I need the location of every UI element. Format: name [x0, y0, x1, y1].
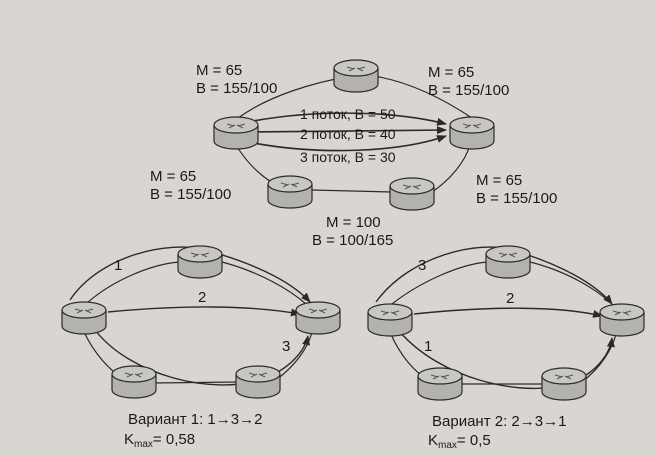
- link-label-m-bottom: M = 100: [326, 214, 381, 231]
- v1-router-a: [61, 301, 107, 335]
- link-label-b-bottom-left: B = 155/100: [150, 186, 232, 203]
- flow-3-arrow: [247, 135, 447, 152]
- v1-path-2-arrow: [107, 306, 301, 317]
- v1-link-a-b: [85, 261, 181, 305]
- variant1-network: [61, 245, 341, 399]
- v2-router-e: [541, 367, 587, 401]
- router-d: [267, 175, 313, 209]
- link-label-b-top-right: B = 155/100: [428, 82, 510, 99]
- v1-path-number-3: 3: [282, 338, 291, 355]
- router-a: [213, 116, 259, 150]
- variant2-kmax: Kmax= 0,5: [428, 432, 491, 451]
- router-e: [389, 177, 435, 211]
- v1-router-c: [295, 301, 341, 335]
- variant1-title: Вариант 1: 1→3→2: [128, 411, 263, 428]
- v1-path-number-2: 2: [198, 289, 207, 306]
- variant2-title: Вариант 2: 2→3→1: [432, 413, 567, 430]
- v2-path-number-1: 1: [424, 338, 433, 355]
- v2-path-2-arrow: [413, 307, 603, 318]
- v1-router-d: [111, 365, 157, 399]
- v2-path-number-2: 2: [506, 290, 515, 307]
- v2-router-b: [485, 245, 531, 279]
- link-label-m-top-right: M = 65: [428, 64, 475, 81]
- router-b: [333, 59, 379, 93]
- link-b-c: [373, 75, 473, 119]
- variant1-kmax: Kmax= 0,58: [124, 431, 196, 450]
- variant2-network: [367, 245, 645, 401]
- link-label-m-top-left: M = 65: [196, 62, 243, 79]
- flow-1-label: 1 поток, В = 50: [300, 106, 396, 122]
- flow-1-arrow: [247, 112, 447, 126]
- link-label-m-bottom-left: M = 65: [150, 168, 197, 185]
- v1-path-number-1: 1: [114, 257, 123, 274]
- link-label-b-bottom: B = 100/165: [312, 232, 394, 249]
- router-c: [449, 116, 495, 150]
- link-e-c: [431, 144, 471, 193]
- link-label-m-bottom-right: M = 65: [476, 172, 523, 189]
- v2-link-a-b: [391, 261, 489, 305]
- link-label-b-top-left: B = 155/100: [196, 80, 278, 97]
- v2-router-a: [367, 303, 413, 337]
- v1-link-b-c: [221, 261, 307, 305]
- v2-router-c: [599, 303, 645, 337]
- link-label-b-bottom-right: B = 155/100: [476, 190, 558, 207]
- link-d-e: [311, 189, 393, 193]
- v2-path-number-3: 3: [418, 257, 427, 274]
- flow-2-arrow: [247, 126, 447, 135]
- v1-router-e: [235, 365, 281, 399]
- v1-router-b: [177, 245, 223, 279]
- top-network: [213, 59, 495, 211]
- flow-3-label: 3 поток, В = 30: [300, 149, 396, 165]
- v2-link-b-c: [529, 261, 615, 307]
- flow-2-label: 2 поток, В = 40: [300, 126, 396, 142]
- v2-router-d: [417, 367, 463, 401]
